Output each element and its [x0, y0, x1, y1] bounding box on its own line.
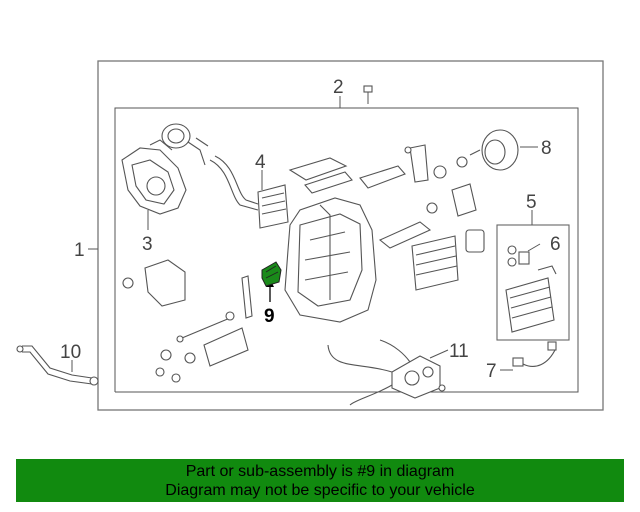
callout-7: 7 [486, 361, 497, 382]
part-hvac-case [284, 197, 377, 323]
callout-6: 6 [550, 234, 561, 255]
callout-5: 5 [526, 192, 537, 213]
part-right-clips [404, 144, 477, 217]
part-lower-left-bracket [122, 259, 186, 307]
part-lower-duct [203, 327, 249, 367]
part-4-heater-core [209, 155, 289, 229]
outer-frame [97, 60, 604, 411]
part-6-expansion-valve [507, 245, 530, 267]
part-duct-strip [241, 275, 253, 319]
part-lower-fasteners [155, 349, 196, 383]
part-7-harness [512, 341, 557, 367]
part-rod [176, 311, 235, 343]
part-9-blower-resistor [261, 261, 282, 287]
part-11-actuator [327, 339, 446, 406]
part-bolt [363, 85, 373, 104]
info-banner: Part or sub-assembly is #9 in diagram Di… [16, 459, 624, 502]
part-9-highlight [261, 261, 282, 287]
callout-8: 8 [541, 138, 552, 159]
part-top-filters [288, 157, 406, 194]
banner-line-1: Part or sub-assembly is #9 in diagram [185, 463, 455, 480]
callout-9: 9 [264, 306, 275, 327]
callout-1: 1 [74, 240, 85, 261]
callout-4: 4 [255, 152, 266, 173]
callout-11: 11 [449, 341, 469, 362]
part-filter-cap [161, 123, 191, 149]
part-8-blower-motor [469, 129, 519, 171]
banner-line-2: Diagram may not be specific to your vehi… [165, 482, 475, 499]
callout-10: 10 [60, 342, 81, 363]
callout-3: 3 [142, 234, 153, 255]
part-10-drain-hose [16, 345, 99, 386]
callout-2: 2 [333, 77, 344, 98]
part-actuator-bracket [378, 221, 485, 291]
subassembly-box-5 [496, 224, 570, 341]
part-3-blower-housing [121, 139, 187, 215]
part-pipe-clip [187, 137, 209, 166]
parts-diagram: 1 2 3 4 5 6 7 8 9 10 11 [16, 60, 604, 411]
part-evaporator [505, 265, 557, 333]
